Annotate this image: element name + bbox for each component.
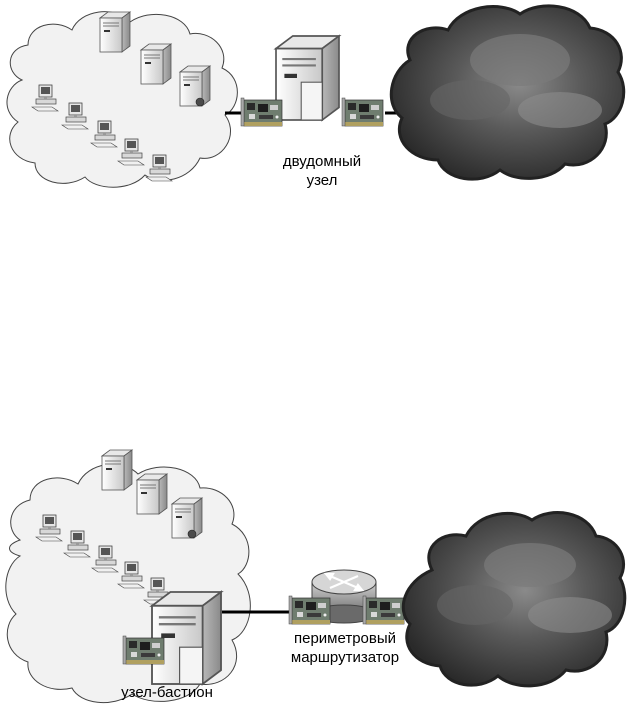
dual-homed-host-server: [274, 34, 341, 122]
intranet-cloud-top: [6, 11, 238, 188]
server-icon: [140, 43, 172, 85]
router-label-line1: периметровый: [294, 630, 396, 647]
network-card-icon: [288, 595, 331, 625]
server-icon: [172, 498, 202, 538]
network-card-icon: [240, 97, 283, 127]
gateway-label-line2: узел: [307, 172, 338, 189]
router-label-line2: маршрутизатор: [291, 649, 399, 666]
server-icon: [180, 66, 210, 106]
bastion-label: узел-бастион: [121, 684, 213, 701]
network-card-icon: [122, 635, 165, 665]
network-card-icon: [341, 97, 384, 127]
internet-cloud-icon: [389, 4, 626, 181]
bottom-diagram: периметровый маршрутизатор узел-бастион: [5, 449, 627, 704]
bastion-host-server: [150, 590, 223, 686]
top-diagram: двудомный узел: [6, 4, 626, 189]
gateway-label-line1: двудомный: [283, 153, 361, 170]
server-icon: [136, 473, 168, 515]
network-card-icon: [362, 595, 405, 625]
server-icon: [101, 449, 133, 491]
internet-cloud-icon: [401, 511, 627, 688]
server-icon: [99, 11, 131, 53]
